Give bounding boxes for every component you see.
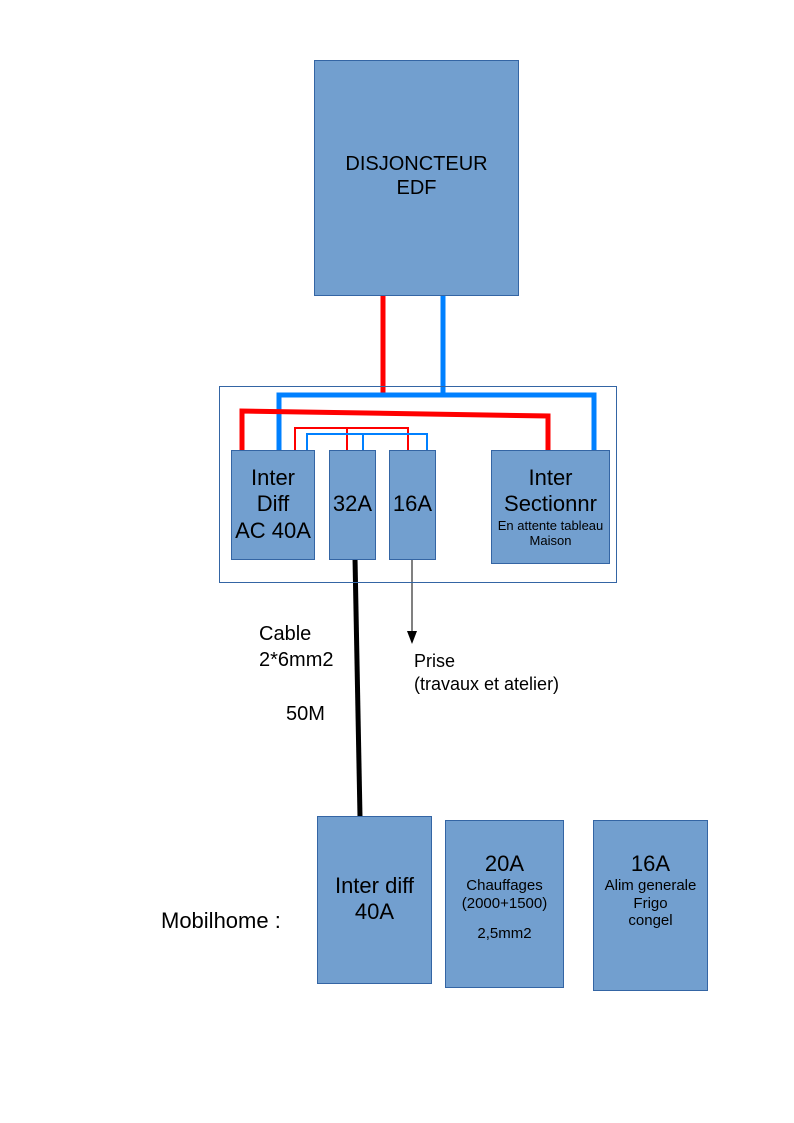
neutral-bus (276, 392, 597, 452)
main-breaker-label-2: EDF (396, 177, 437, 199)
neutral-branch-wire (306, 433, 428, 458)
heating-label-2: (2000+1500) (461, 894, 548, 912)
general-breaker-box: 16A Alim generale Frigo congel (593, 820, 708, 991)
breaker-16a-box: 16A (389, 450, 436, 560)
breaker-16a-label: 16A (392, 491, 433, 516)
heating-breaker-box: 20A Chauffages (2000+1500) 2,5mm2 (445, 820, 564, 988)
breaker-32a-label: 32A (332, 491, 373, 516)
mobilhome-label: Mobilhome : (161, 908, 281, 933)
inter-diff-box: Inter Diff AC 40A (231, 450, 315, 560)
heating-label-1: Chauffages (466, 877, 543, 895)
cable-label-2: 2*6mm2 (259, 649, 334, 671)
socket-arrow-head (407, 631, 417, 644)
general-label-2: Frigo (633, 894, 668, 912)
cable-length-label: 50M (286, 703, 325, 725)
main-breaker-label-1: DISJONCTEUR (345, 153, 488, 175)
inter-section-label-2: Sectionnr (504, 491, 597, 517)
general-rating-label: 16A (630, 851, 671, 876)
inter-diff-label-3: AC 40A (235, 517, 311, 543)
distribution-panel (219, 386, 617, 583)
phase-bus (239, 408, 551, 450)
heating-rating-label: 20A (484, 851, 525, 876)
general-label-3: congel (628, 911, 673, 929)
socket-label-2: (travaux et atelier) (414, 674, 560, 694)
inter-section-note-1: En attente tableau (497, 517, 604, 533)
mobilhome-inter-diff-box: Inter diff 40A (317, 816, 432, 984)
main-breaker-box: DISJONCTEUR EDF (314, 60, 519, 296)
cable-50m (352, 557, 363, 818)
inter-section-label-1: Inter (528, 465, 573, 490)
inter-section-note-2: Maison (529, 533, 572, 549)
cable-label-1: Cable (259, 623, 312, 645)
general-label-1: Alim generale (604, 877, 697, 895)
phase-branch-wire (294, 427, 409, 450)
heating-label-3: 2,5mm2 (477, 924, 532, 942)
mobilhome-inter-diff-label-2: 40A (354, 899, 395, 925)
inter-diff-label-1: Inter (250, 465, 296, 490)
mobilhome-inter-diff-label-1: Inter diff (334, 873, 415, 898)
breaker-32a-box: 32A (329, 450, 376, 560)
inter-section-box: Inter Sectionnr En attente tableau Maiso… (491, 450, 610, 564)
inter-diff-label-2: Diff (256, 491, 290, 517)
socket-label-1: Prise (414, 651, 456, 671)
